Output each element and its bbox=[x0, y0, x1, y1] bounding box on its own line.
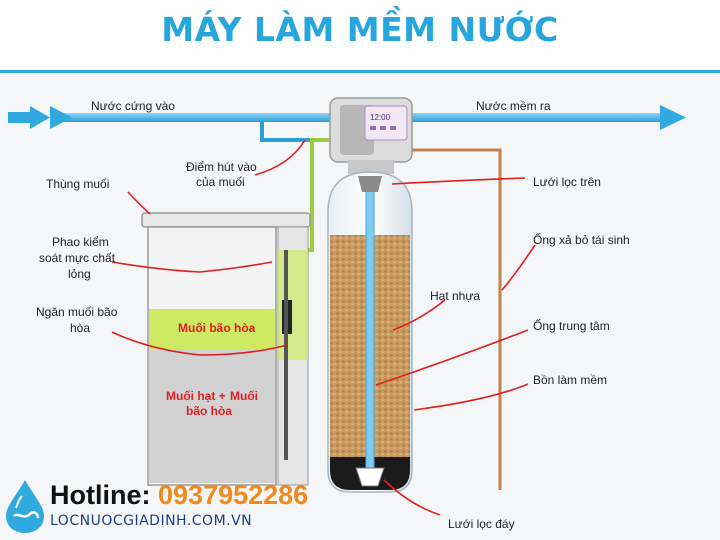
inlet-pipe bbox=[8, 106, 330, 129]
resin-label: Hạt nhựa bbox=[430, 289, 480, 303]
float-label-1: Phao kiểm bbox=[52, 235, 109, 249]
brine-label-2: hòa bbox=[70, 321, 90, 335]
float-label-2: soát mực chất bbox=[39, 251, 116, 265]
top-screen-label: Lưới lọc trên bbox=[533, 175, 601, 189]
granular-label-3: bão hòa bbox=[186, 404, 232, 418]
granular-salt-zone bbox=[149, 349, 275, 483]
drain-line bbox=[412, 148, 502, 490]
hotline: Hotline: 0937952286 bbox=[50, 480, 308, 511]
salt-tank: Muối bão hòa Muối hạt + Muối bão hòa bbox=[141, 212, 311, 486]
riser-tube bbox=[365, 177, 375, 469]
drain-label: Ống xả bỏ tái sinh bbox=[533, 232, 630, 247]
bottom-screen-label: Lưới lọc đáy bbox=[448, 517, 515, 531]
salt-tank-label: Thùng muối bbox=[46, 177, 109, 191]
inlet-arrow-icon bbox=[50, 106, 72, 129]
suction-label-1: Điểm hút vào bbox=[186, 160, 257, 174]
hotline-label: Hotline: bbox=[50, 480, 151, 510]
page-title: MÁY LÀM MỀM NƯỚC bbox=[161, 10, 559, 49]
top-screen bbox=[358, 176, 382, 192]
saturated-brine-zone bbox=[149, 309, 275, 349]
granular-label-1: Muối hạt + bbox=[166, 389, 226, 403]
hotline-number[interactable]: 0937952286 bbox=[158, 480, 309, 510]
riser-label: Ống trung tâm bbox=[533, 318, 610, 333]
title-bar: MÁY LÀM MỀM NƯỚC bbox=[0, 0, 720, 70]
salt-tank-lid bbox=[141, 212, 311, 228]
leader-lines bbox=[111, 139, 536, 516]
valve-display: 12:00 bbox=[370, 113, 391, 122]
outlet-label: Nước mềm ra bbox=[476, 99, 551, 113]
control-valve: 12:00 bbox=[329, 97, 413, 174]
softener-tank-label: Bồn làm mềm bbox=[533, 373, 607, 387]
bottom-screen bbox=[355, 467, 385, 487]
outlet-pipe bbox=[412, 105, 686, 130]
suction-label-2: của muối bbox=[196, 175, 245, 189]
granular-label-2: Muối bbox=[230, 389, 258, 403]
water-drop-logo bbox=[6, 480, 44, 533]
outlet-arrow-icon bbox=[660, 105, 686, 130]
float-label-3: lỏng bbox=[68, 267, 91, 281]
brine-label-1: Ngăn muối bão bbox=[36, 305, 118, 319]
softener-tank bbox=[327, 171, 413, 493]
website-link[interactable]: LOCNUOCGIADINH.COM.VN bbox=[50, 513, 253, 529]
saturated-label: Muối bão hòa bbox=[178, 321, 256, 335]
inlet-label: Nước cứng vào bbox=[91, 99, 175, 113]
